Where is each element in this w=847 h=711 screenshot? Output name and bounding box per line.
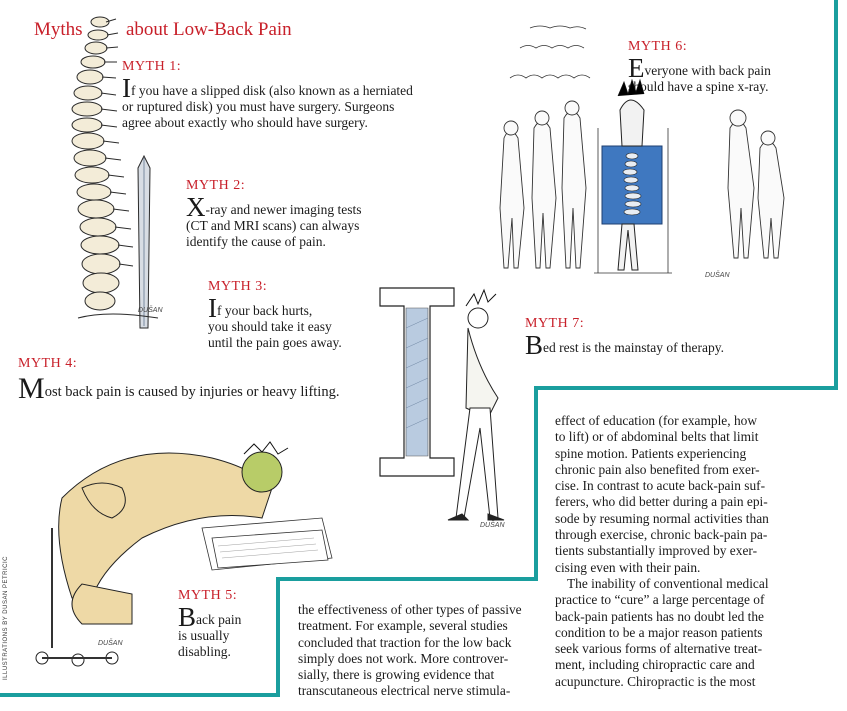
myth-3-initial: I (208, 293, 217, 323)
signature-spine: DUŠAN (138, 307, 163, 314)
myth-1-line-1: f you have a slipped disk (also known as… (131, 83, 413, 98)
myth-2-line-1: -ray and newer imaging tests (205, 202, 362, 217)
column-right-line-9: tients substantially improved by exer- (555, 543, 758, 559)
myth-6-initial: E (628, 53, 645, 83)
column-middle-line-1: the effectiveness of other types of pass… (298, 602, 522, 617)
myth-6-line-2: should have a spine x-ray. (628, 79, 769, 94)
myth-6-text: Everyone with back pain should have a sp… (628, 55, 828, 95)
column-right-line-12: practice to “cure” a large percentage of (555, 592, 765, 608)
column-right-line-5: cise. In contrast to acute back-pain suf… (555, 478, 766, 494)
myth-7-heading: MYTH 7: (525, 316, 585, 331)
myth-5-initial: B (178, 602, 197, 632)
column-middle-line-3: concluded that traction for the low back (298, 634, 512, 650)
myth-1-text: If you have a slipped disk (also known a… (122, 75, 462, 131)
column-middle-line-4: simply does not work. More controver- (298, 650, 509, 666)
page-title-left: Myths (34, 19, 83, 40)
myth-7-initial: B (525, 330, 544, 360)
column-right-line-2: to lift) or of abdominal belts that limi… (555, 429, 759, 445)
myth-3-line-2: you should take it easy (208, 319, 332, 334)
column-right-line-8: through exercise, chronic back-pain pa- (555, 527, 768, 543)
myth-4-initial: M (18, 372, 45, 405)
article-column-right: effect of education (for example, how to… (555, 413, 797, 690)
man-carrying-letter-illustration (379, 287, 505, 521)
column-middle-line-6: transcutaneous electrical nerve stimula- (298, 683, 511, 699)
column-right-line-16: ment, including chiropractic care and (555, 657, 755, 673)
page-title-right: about Low-Back Pain (126, 19, 292, 40)
myth-4-text: Most back pain is caused by injuries or … (18, 374, 398, 404)
myth-1-heading: MYTH 1: (122, 59, 182, 74)
spine-illustration (71, 16, 159, 329)
myth-5-heading: MYTH 5: (178, 588, 238, 603)
myth-4-heading: MYTH 4: (18, 356, 78, 371)
myth-2-line-2: (CT and MRI scans) can always (186, 218, 360, 233)
myth-2-initial: X (186, 192, 206, 222)
myth-5-line-1: ack pain (196, 612, 242, 627)
myth-1-line-3: agree about exactly who should have surg… (122, 115, 368, 130)
myth-3-line-3: until the pain goes away. (208, 335, 342, 350)
illustration-credit: ILLUSTRATIONS BY DUSAN PETRICIC (3, 556, 9, 680)
column-right-line-3: spine motion. Patients experiencing (555, 445, 747, 461)
man-at-desk-illustration (35, 441, 333, 667)
myth-5-text: Back pain is usually disabling. (178, 604, 273, 660)
column-right-line-17: acupuncture. Chiropractic is the most (555, 673, 756, 689)
column-right-line-11: The inability of conventional medical (567, 575, 769, 591)
article-column-middle: the effectiveness of other types of pass… (298, 602, 540, 700)
myth-3-text: If your back hurts, you should take it e… (208, 295, 378, 351)
column-right-line-1: effect of education (for example, how (555, 413, 758, 428)
myth-2-text: X-ray and newer imaging tests (CT and MR… (186, 194, 416, 250)
signature-queue: DUŠAN (705, 272, 730, 279)
column-right-line-13: back-pain patients has no doubt led the (555, 608, 764, 624)
signature-letter: DUŠAN (480, 522, 505, 529)
column-right-line-15: seek various forms of alternative treat- (555, 641, 763, 657)
myth-4-line-1: ost back pain is caused by injuries or h… (44, 384, 340, 400)
myth-6-heading: MYTH 6: (628, 39, 688, 54)
myth-5-line-2: is usually (178, 628, 230, 643)
column-right-line-7: sode by resuming normal activities than (555, 510, 769, 526)
column-right-line-14: condition to be a major reason patients (555, 624, 763, 640)
column-right-line-10: cising even with their pain. (555, 559, 701, 575)
myth-1-initial: I (122, 73, 131, 103)
myth-7-text: Bed rest is the mainstay of therapy. (525, 332, 785, 359)
column-right-line-6: ferers, who did better during a pain epi… (555, 494, 768, 510)
myth-6-line-1: veryone with back pain (644, 63, 771, 78)
column-middle-line-2: treatment. For example, several studies (298, 618, 508, 634)
myth-7-line-1: ed rest is the mainstay of therapy. (543, 340, 724, 355)
myth-2-heading: MYTH 2: (186, 178, 246, 193)
myth-5-line-3: disabling. (178, 644, 231, 659)
signature-desk: DUŠAN (98, 640, 123, 647)
myth-3-heading: MYTH 3: (208, 279, 268, 294)
column-middle-line-5: sially, there is growing evidence that (298, 667, 495, 683)
queue-xray-illustration (499, 25, 785, 274)
myth-1-line-2: or ruptured disk) you must have surgery.… (122, 99, 395, 114)
myth-2-line-3: identify the cause of pain. (186, 234, 326, 249)
column-right-line-4: chronic pain also benefited from exer- (555, 461, 760, 477)
myth-3-line-1: f your back hurts, (217, 303, 313, 318)
